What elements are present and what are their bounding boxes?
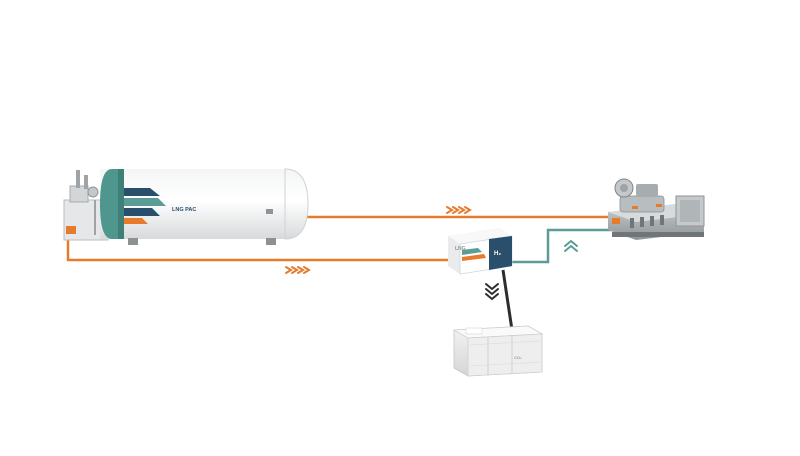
tank-nameplate xyxy=(266,209,273,214)
flow-arrow-h2-up xyxy=(564,239,578,252)
co2-storage-container: CO₂ xyxy=(452,325,544,377)
engine-cylinders xyxy=(630,215,664,228)
flow-arrow-lng-upper xyxy=(446,206,472,214)
reformer-label-lng: LNG xyxy=(455,246,466,252)
tank-label: LNG PAC xyxy=(172,207,196,213)
lng-tank: LNG PAC xyxy=(63,168,309,245)
tank-graphic xyxy=(124,188,166,224)
flow-arrow-lng-lower xyxy=(285,266,311,274)
engine-generator xyxy=(608,178,705,240)
container-label: CO₂ xyxy=(514,355,522,360)
co2-pipe-reformer-to-container xyxy=(501,269,514,331)
flow-arrow-co2-down xyxy=(485,283,499,301)
reformer-label-h2: H₂ xyxy=(494,251,501,257)
reformer-unit: LNG H₂ xyxy=(448,228,513,275)
h2-pipe-reformer-to-engine xyxy=(506,228,612,264)
